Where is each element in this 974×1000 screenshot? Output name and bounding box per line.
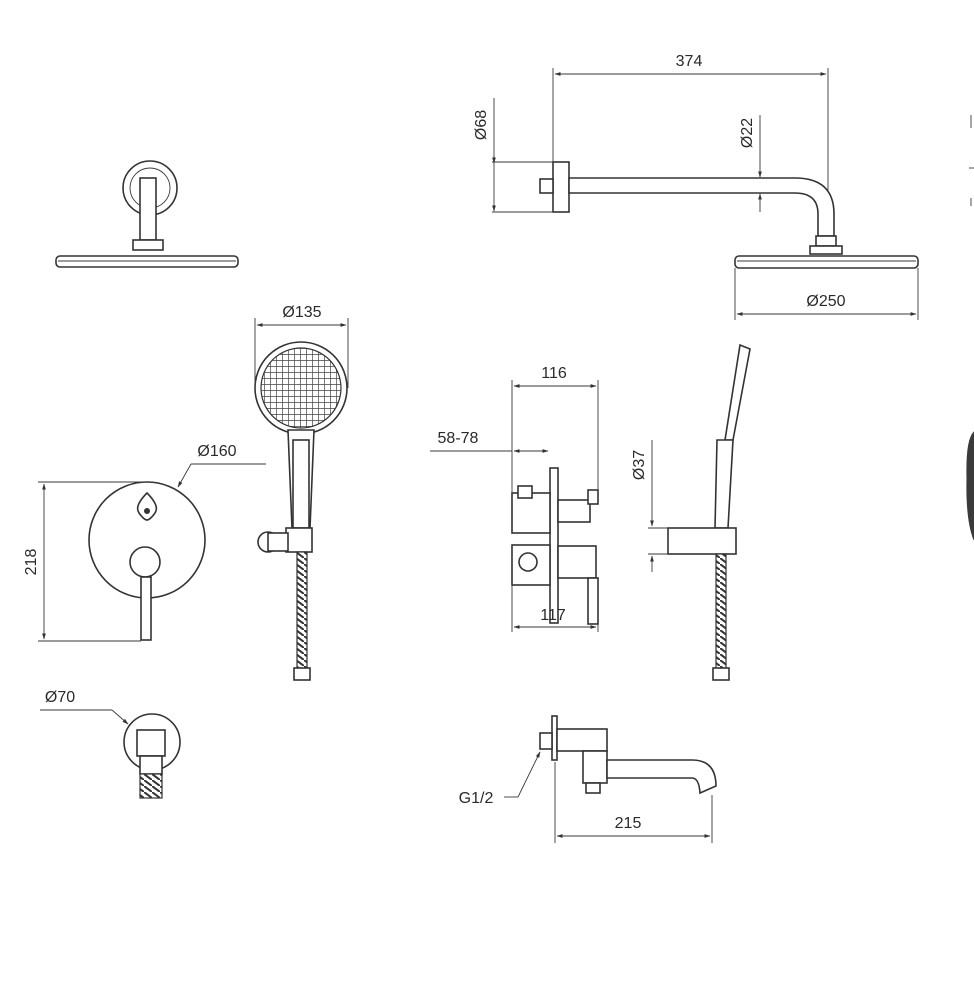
dim-250: Ø250 (734, 268, 919, 320)
dim-label-160: Ø160 (197, 443, 236, 460)
dim-label-70: Ø70 (45, 689, 75, 706)
dim-135: Ø135 (254, 304, 349, 388)
dim-218: 218 (23, 481, 147, 642)
rain-shower-front-view (55, 160, 239, 268)
dim-70: Ø70 (40, 689, 129, 725)
dim-label-68: Ø68 (473, 110, 490, 140)
wall-elbow-front-view (123, 713, 181, 799)
dim-label-135: Ø135 (282, 304, 321, 321)
cropped-edge-fragments (966, 115, 974, 541)
dim-160: Ø160 (177, 443, 266, 488)
dim-22: Ø22 (739, 115, 762, 212)
hand-shower-side-view (667, 343, 751, 681)
dim-label-250: Ø250 (806, 293, 845, 310)
dim-label-22: Ø22 (739, 118, 756, 148)
dim-g12: G1/2 (459, 751, 541, 807)
dim-68: Ø68 (473, 98, 553, 213)
dim-116: 116 (511, 365, 599, 493)
valve-plate-front-view (88, 481, 206, 641)
hand-shower-front-view (254, 341, 348, 681)
dim-37: Ø37 (631, 440, 668, 572)
bath-spout-side-view (539, 715, 717, 795)
valve-side-view (511, 467, 599, 625)
dim-374: 374 (552, 53, 829, 190)
dim-117: 117 (511, 585, 599, 632)
dim-215: 215 (554, 762, 713, 843)
dim-label-116: 116 (541, 365, 567, 382)
dim-58-78: 58-78 (430, 430, 549, 453)
dim-label-g12: G1/2 (459, 790, 494, 807)
dim-label-218: 218 (23, 549, 40, 576)
dim-label-215: 215 (615, 815, 642, 832)
dim-label-37: Ø37 (631, 450, 648, 480)
dim-label-117: 117 (540, 607, 566, 624)
dim-label-58-78: 58-78 (438, 430, 479, 447)
shower-arm-side-view (539, 161, 919, 269)
dim-label-374: 374 (676, 53, 703, 70)
